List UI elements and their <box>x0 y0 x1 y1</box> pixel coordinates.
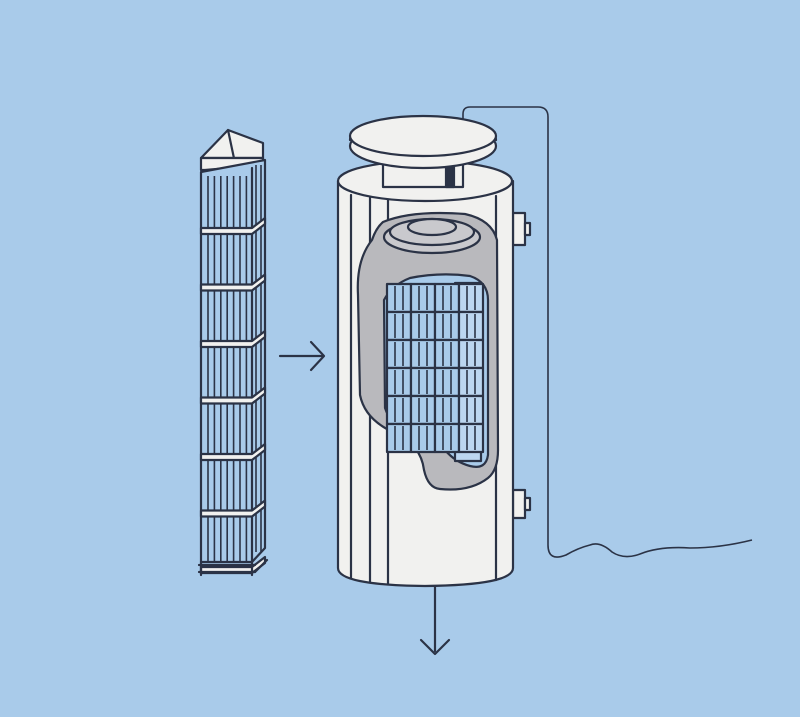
core-cell <box>385 338 413 370</box>
core-cell <box>409 310 437 342</box>
right-arrow <box>278 340 326 372</box>
core-cell <box>409 394 437 426</box>
down-arrow <box>419 585 451 656</box>
core-cell <box>457 310 485 342</box>
core-cell <box>433 282 461 314</box>
module-band <box>199 216 267 236</box>
upper-nozzle <box>511 211 527 247</box>
core-cell <box>385 422 413 454</box>
module-band <box>199 273 267 292</box>
core-cell <box>409 422 437 454</box>
core-cell <box>433 394 461 426</box>
core-cell <box>457 282 485 314</box>
core-cell <box>457 422 485 454</box>
core-cell <box>409 338 437 370</box>
core-cell <box>385 394 413 426</box>
module-band <box>199 329 267 349</box>
lower-nozzle <box>511 488 527 520</box>
core-cell <box>409 282 437 314</box>
cable <box>462 106 753 558</box>
core-cell <box>433 422 461 454</box>
core-cell <box>385 310 413 342</box>
core-cell <box>457 366 485 398</box>
core-cell <box>433 310 461 342</box>
module-band <box>199 386 267 405</box>
module-band <box>199 442 267 462</box>
core-cell <box>385 282 413 314</box>
core-cell <box>433 338 461 370</box>
module-stack <box>197 128 269 577</box>
core-grid <box>385 282 485 454</box>
core-cell <box>433 366 461 398</box>
module-bars <box>207 165 262 562</box>
cylindrical-vessel <box>336 114 532 588</box>
core-cell <box>457 394 485 426</box>
core-cell <box>457 338 485 370</box>
module-band <box>199 499 267 518</box>
core-cell <box>409 366 437 398</box>
core-cell <box>385 366 413 398</box>
